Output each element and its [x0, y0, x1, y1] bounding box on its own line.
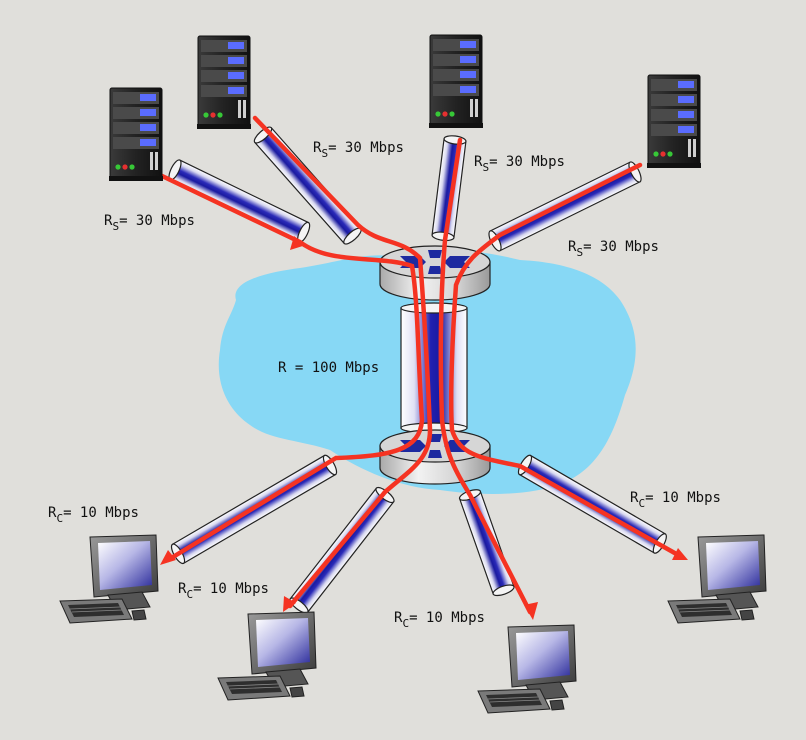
desktop-computer-icon: [217, 611, 317, 701]
server-icon: [428, 34, 484, 129]
desktop-computer-icon: [667, 534, 767, 624]
core-rate-label: R = 100 Mbps: [278, 360, 380, 376]
server-icon: [108, 87, 164, 182]
core-link: [400, 302, 468, 434]
desktop-computer-icon: [477, 624, 577, 714]
client-link-3: [458, 489, 515, 597]
server-rate-label: RS= 30 Mbps: [474, 154, 565, 174]
desktop-computer-icon: [59, 534, 159, 624]
router-icon: [379, 429, 491, 485]
server-icon: [196, 35, 252, 130]
flow-arrowheads: [160, 236, 688, 620]
server-rate-label: RS= 30 Mbps: [313, 140, 404, 160]
server-rate-label: RS= 30 Mbps: [104, 213, 195, 233]
server-rate-label: RS= 30 Mbps: [568, 239, 659, 259]
client-link-2: [289, 486, 395, 614]
client-rate-label: RC= 10 Mbps: [48, 505, 139, 525]
server-icon: [646, 74, 702, 169]
client-rate-label: RC= 10 Mbps: [178, 581, 269, 601]
server-link-2: [253, 126, 362, 245]
client-rate-label: RC= 10 Mbps: [630, 490, 721, 510]
flow-paths: [157, 115, 683, 615]
client-rate-label: RC= 10 Mbps: [394, 610, 485, 630]
